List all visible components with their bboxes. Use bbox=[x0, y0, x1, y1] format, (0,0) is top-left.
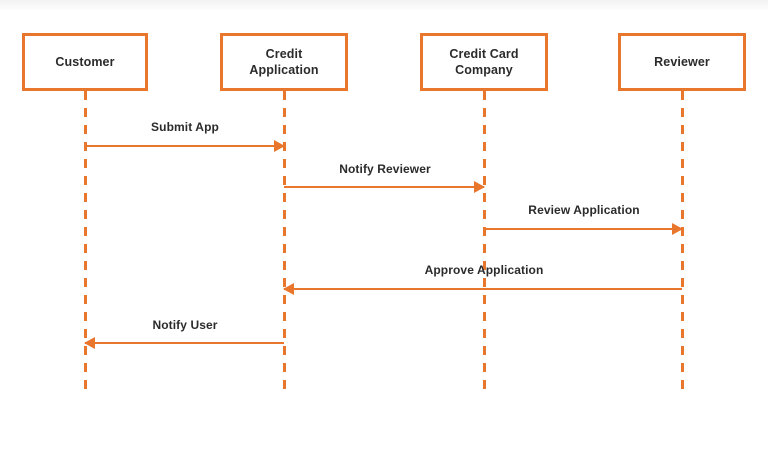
arrowhead-right-icon bbox=[672, 223, 683, 235]
arrowhead-right-icon bbox=[274, 140, 285, 152]
top-edge-band bbox=[0, 0, 768, 10]
arrowhead-left-icon bbox=[84, 337, 95, 349]
participant-label: Reviewer bbox=[654, 54, 710, 69]
message-label-notify-user: Notify User bbox=[152, 318, 218, 332]
sequence-diagram: Customer Credit Application Credit Card Co… bbox=[0, 10, 768, 410]
message-arrow-review-application[interactable] bbox=[484, 223, 683, 235]
footer-bar: Jelvix Source: liquidplanner.com jelvix.… bbox=[0, 410, 768, 467]
lifeline-credit-card-company bbox=[483, 91, 486, 397]
participant-box-credit-application[interactable]: Credit Application bbox=[220, 33, 348, 91]
participant-label: Credit Application bbox=[249, 46, 319, 78]
message-label-approve-application: Approve Application bbox=[424, 263, 544, 277]
message-label-review-application: Review Application bbox=[528, 203, 640, 217]
message-arrow-notify-user[interactable] bbox=[84, 337, 284, 349]
participant-box-reviewer[interactable]: Reviewer bbox=[618, 33, 746, 91]
message-arrow-approve-application[interactable] bbox=[283, 283, 682, 295]
lifeline-customer bbox=[84, 91, 87, 397]
message-arrow-submit-app[interactable] bbox=[85, 140, 285, 152]
lifeline-credit-application bbox=[283, 91, 286, 397]
message-label-submit-app: Submit App bbox=[151, 120, 219, 134]
message-label-notify-reviewer: Notify Reviewer bbox=[339, 162, 431, 176]
participant-box-credit-card-company[interactable]: Credit Card Company bbox=[420, 33, 548, 91]
message-arrow-notify-reviewer[interactable] bbox=[284, 181, 485, 193]
participant-label: Credit Card Company bbox=[449, 46, 519, 78]
arrowhead-right-icon bbox=[474, 181, 485, 193]
lifeline-reviewer bbox=[681, 91, 684, 397]
participant-box-customer[interactable]: Customer bbox=[22, 33, 148, 91]
arrowhead-left-icon bbox=[283, 283, 294, 295]
participant-label: Customer bbox=[55, 54, 115, 69]
